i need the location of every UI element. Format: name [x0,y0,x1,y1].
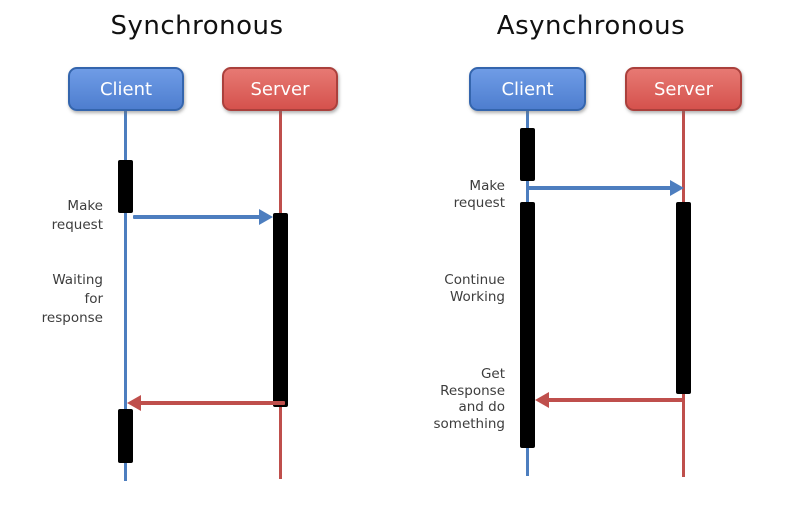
response-arrow-shaft [138,401,285,405]
request-arrowhead-icon [670,180,684,196]
server-actor-box: Server [222,67,338,111]
client-activation-bar-2 [118,409,133,463]
request-arrow-shaft [528,186,673,190]
get-response-note: Get Response and do something [433,366,505,432]
waiting-note: Waiting for response [41,272,103,326]
client-activation-bar-2 [520,202,535,448]
continue-working-note: Continue Working [444,272,505,305]
client-actor-box: Client [68,67,184,111]
synchronous-diagram: Synchronous Client Server Make request W… [41,11,338,481]
make-request-note: Make request [453,178,505,211]
server-activation-bar [676,202,691,394]
response-arrow [127,395,285,411]
request-arrow [133,209,273,225]
diagram-title: Synchronous [110,11,284,41]
client-actor-box: Client [469,67,586,111]
response-arrow [535,392,685,408]
client-activation-bar-1 [520,128,535,181]
client-label: Client [501,78,554,100]
server-label: Server [653,78,714,100]
client-label: Client [99,78,153,100]
request-arrow [528,180,684,196]
server-label: Server [250,78,310,100]
response-arrowhead-icon [127,395,141,411]
response-arrow-shaft [546,398,685,402]
diagram-title: Asynchronous [496,11,686,41]
server-activation-bar [273,213,288,407]
response-arrowhead-icon [535,392,549,408]
server-actor-box: Server [625,67,742,111]
client-lifeline [124,111,127,481]
client-activation-bar-1 [118,160,133,213]
request-arrow-shaft [133,215,262,219]
make-request-note: Make request [51,198,103,233]
asynchronous-diagram: Asynchronous Client Server Make request … [394,0,788,513]
request-arrowhead-icon [259,209,273,225]
